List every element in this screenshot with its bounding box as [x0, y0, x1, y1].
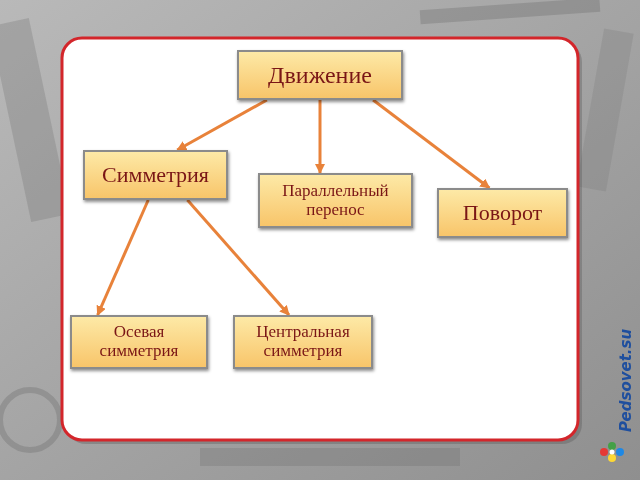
category-box: Симметрия [83, 150, 228, 200]
watermark: Pedsovet.su [614, 352, 638, 432]
node-label: Симметрия [102, 163, 209, 187]
category-box: Параллельный перенос [258, 173, 413, 228]
root-box: Движение [237, 50, 403, 100]
arrow-connector [319, 100, 322, 173]
text-stack: Параллельный перенос [276, 182, 396, 219]
node-label: Движение [268, 62, 372, 88]
text-stack: Симметрия [102, 163, 209, 187]
category-box: Поворот [437, 188, 568, 238]
arrow-connector [177, 100, 267, 150]
stationery-shapes [0, 0, 634, 466]
leaf-box: Центральная симметрия [233, 315, 373, 369]
flower-icon [600, 442, 624, 462]
text-stack: Осевая симметрия [84, 323, 194, 360]
node-label: Поворот [463, 201, 542, 225]
white-card [62, 38, 578, 440]
text-stack: Центральная симметрия [246, 323, 361, 360]
text-stack: Движение [268, 62, 372, 88]
node-label: Центральная симметрия [246, 323, 361, 360]
node-label: Осевая симметрия [84, 323, 194, 360]
arrow-connector [98, 200, 149, 315]
node-label: Параллельный перенос [276, 182, 396, 219]
text-stack: Поворот [463, 201, 542, 225]
leaf-box: Осевая симметрия [70, 315, 208, 369]
